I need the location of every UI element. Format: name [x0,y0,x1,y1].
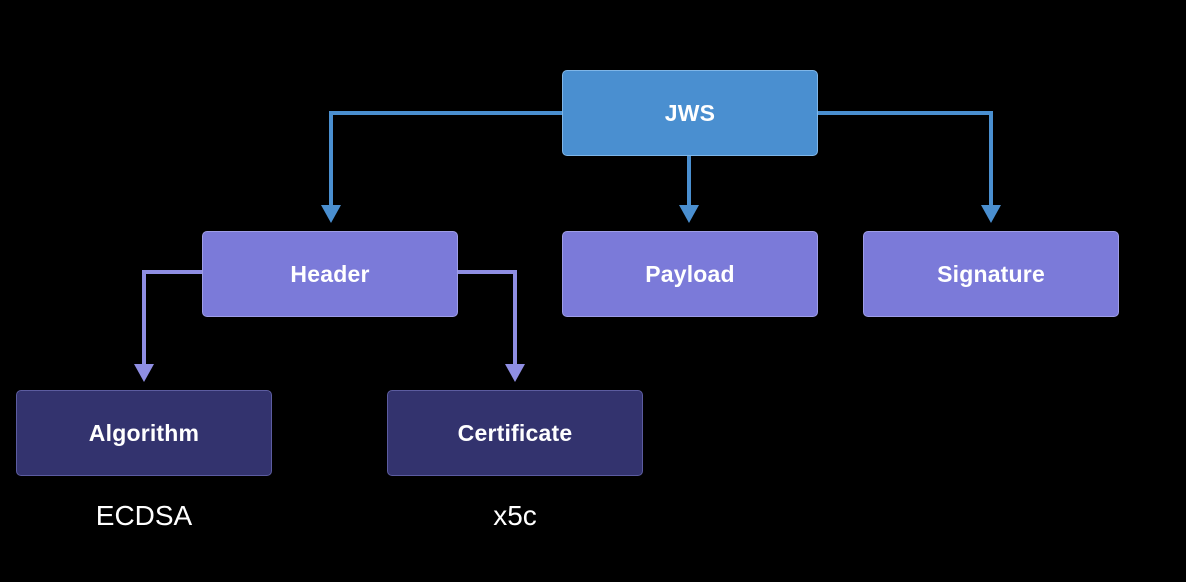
node-signature-label: Signature [937,260,1045,287]
edge-header-certificate-arrowhead [505,364,525,382]
edge-header-algorithm [142,270,202,366]
edge-header-certificate [458,270,517,366]
node-certificate: Certificate [387,390,643,476]
edge-header-algorithm-arrowhead [134,364,154,382]
caption-certificate: x5c [493,500,537,531]
node-jws-label: JWS [664,99,716,126]
node-jws: JWS [562,70,818,156]
edge-jws-signature-arrowhead [981,205,1001,223]
edge-jws-header-arrowhead [321,205,341,223]
edge-jws-signature [818,111,993,207]
node-payload-label: Payload [645,260,735,287]
node-algorithm: Algorithm [16,390,272,476]
node-signature: Signature [863,231,1119,317]
node-header-label: Header [290,260,370,287]
edge-jws-payload-arrowhead [679,205,699,223]
caption-algorithm: ECDSA [95,500,193,531]
node-payload: Payload [562,231,818,317]
node-algorithm-label: Algorithm [88,419,200,446]
edge-jws-header [329,111,562,207]
node-certificate-label: Certificate [457,419,573,446]
node-header: Header [202,231,458,317]
